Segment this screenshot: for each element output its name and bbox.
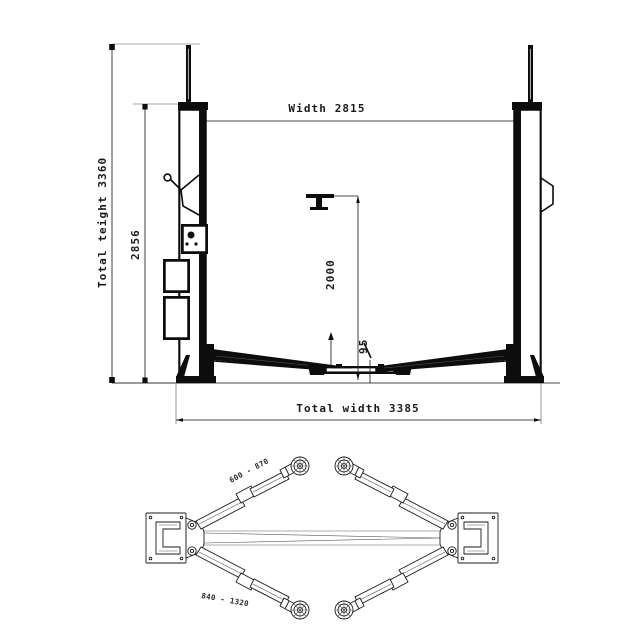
right-arm-taper: [380, 349, 508, 372]
left-column-assembly: [163, 45, 216, 383]
right-arm-carriage: [506, 344, 520, 376]
dimension-column-height: 2856: [129, 104, 148, 383]
lift-pad-adapter-symbol: [306, 194, 358, 210]
plan-right-lower-arm: [334, 546, 449, 620]
dimension-lift-height: 2000: [324, 196, 360, 380]
left-column-gusset: [176, 355, 190, 377]
elevation-view: Total teight 3360 2856 Width 2815: [96, 43, 560, 424]
dimension-total-width: Total width 3385: [176, 402, 541, 422]
left-arm-taper: [212, 349, 340, 372]
left-column-base-plate: [176, 376, 216, 383]
left-column-hose-bracket: [163, 173, 200, 216]
left-column-control-panel: [181, 224, 208, 254]
dimension-label-inner-width: Width 2815: [288, 102, 365, 115]
dimension-label-total-width: Total width 3385: [296, 402, 420, 415]
plan-left-lower-arm: 840 - 1320: [195, 546, 310, 620]
plan-centre-rails: [203, 530, 441, 546]
dimension-label-lift-height: 2000: [324, 259, 337, 290]
dimension-total-height: Total teight 3360: [96, 44, 115, 383]
adapter-base: [310, 207, 328, 210]
plan-right-base-plate: [457, 512, 499, 564]
left-column-cap: [178, 102, 208, 110]
plan-right-upper-arm: [334, 456, 449, 530]
dimension-min-pad-height: 95: [357, 339, 372, 383]
dimension-label-total-height: Total teight 3360: [96, 157, 109, 288]
adapter-stem: [316, 198, 322, 209]
right-arm-joint: [378, 364, 384, 374]
plan-left-pivot-housing: [185, 517, 205, 559]
plan-right-lower-arm-pad: [334, 600, 354, 620]
min-height-arrow: [328, 332, 352, 369]
right-column-cap: [512, 102, 542, 110]
dimension-label-column-height: 2856: [129, 229, 142, 260]
plan-left-upper-arm-pad: [290, 456, 310, 476]
right-column-latch-bracket: [540, 177, 554, 213]
left-arm-carriage: [200, 344, 214, 376]
left-column-upper-enclosure: [163, 259, 190, 293]
right-lift-arm: [308, 344, 520, 376]
adapter-top-plate: [306, 194, 334, 198]
right-arm-lift-pad: [308, 364, 326, 375]
right-column-inner-face: [514, 110, 521, 377]
right-column-base-plate: [504, 376, 544, 383]
right-column-gusset: [530, 355, 544, 377]
left-column-lower-enclosure: [163, 296, 190, 340]
dimension-label-min-pad-height: 95: [357, 339, 370, 354]
plan-left-lower-arm-pad: [290, 600, 310, 620]
plan-left-base-plate: [145, 512, 187, 564]
right-column-assembly: [504, 45, 554, 383]
plan-right-upper-arm-pad: [334, 456, 354, 476]
plan-view: 600 - 870 840 - 1320: [145, 456, 499, 620]
